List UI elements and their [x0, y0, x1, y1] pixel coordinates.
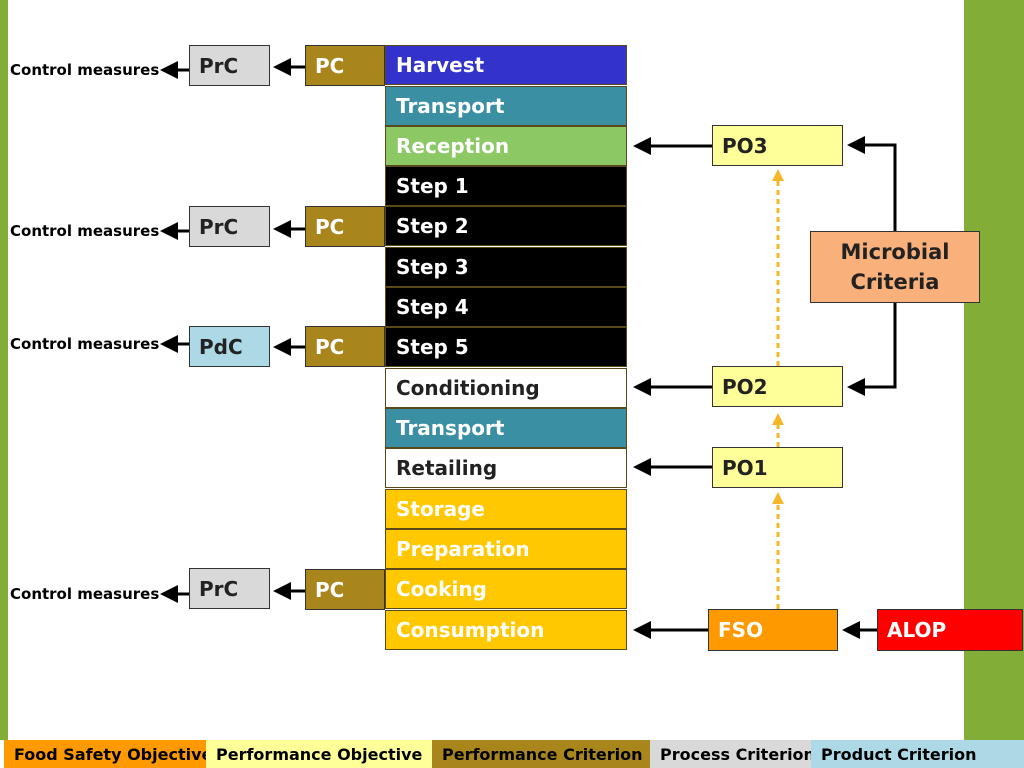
- step-label: Consumption: [396, 618, 545, 642]
- legend-label: Product Criterion: [821, 744, 977, 764]
- po3-box: PO3: [712, 125, 843, 166]
- performance-criterion-box: PC: [305, 569, 385, 610]
- legend-item-pdc: Product Criterion: [811, 740, 1024, 768]
- process-criterion-box: PrC: [189, 206, 270, 247]
- legend-item-po: Performance Objective: [206, 740, 432, 768]
- control-measures-label: Control measures: [10, 222, 160, 240]
- step-label: Reception: [396, 134, 510, 158]
- po1-box: PO1: [712, 447, 843, 488]
- step-label: Cooking: [396, 577, 487, 601]
- alop-label: ALOP: [887, 618, 947, 642]
- po3-label: PO3: [722, 133, 768, 158]
- legend-label: Process Criterion: [660, 744, 815, 764]
- step-consumption: Consumption: [385, 610, 627, 650]
- control-measures-label: Control measures: [10, 335, 160, 353]
- pc-label: PC: [315, 334, 345, 359]
- microbial-label-line2: Criteria: [850, 270, 940, 294]
- arrow-microbial-to-po3: [847, 136, 897, 231]
- step-label: Step 3: [396, 255, 469, 279]
- criterion-label: PrC: [199, 214, 239, 239]
- performance-criterion-box: PC: [305, 45, 385, 86]
- step-label: Transport: [396, 416, 505, 440]
- criterion-label: PdC: [199, 334, 243, 359]
- step-label: Transport: [396, 94, 505, 118]
- step-1: Step 1: [385, 166, 627, 206]
- step-5: Step 5: [385, 327, 627, 367]
- step-transport-1: Transport: [385, 86, 627, 126]
- product-criterion-box: PdC: [189, 326, 270, 367]
- step-label: Step 4: [396, 295, 469, 319]
- process-criterion-box: PrC: [189, 45, 270, 86]
- microbial-criteria-box: Microbial Criteria: [810, 231, 980, 303]
- step-reception: Reception: [385, 126, 627, 166]
- step-4: Step 4: [385, 287, 627, 327]
- step-label: Storage: [396, 497, 485, 521]
- step-label: Retailing: [396, 456, 498, 480]
- right-arrows: [633, 136, 897, 639]
- po2-box: PO2: [712, 366, 843, 407]
- left-arrows: [160, 58, 305, 603]
- step-label: Conditioning: [396, 376, 540, 400]
- step-preparation: Preparation: [385, 529, 627, 569]
- alop-box: ALOP: [877, 609, 1023, 651]
- step-3: Step 3: [385, 247, 627, 287]
- legend-label: Food Safety Objective: [14, 744, 213, 764]
- step-transport-2: Transport: [385, 408, 627, 448]
- pc-label: PC: [315, 577, 345, 602]
- control-measures-label: Control measures: [10, 585, 160, 603]
- step-2: Step 2: [385, 206, 627, 246]
- legend-item-fso: Food Safety Objective: [4, 740, 212, 768]
- performance-criterion-box: PC: [305, 206, 385, 247]
- step-storage: Storage: [385, 489, 627, 529]
- step-cooking: Cooking: [385, 569, 627, 609]
- step-label: Step 1: [396, 174, 469, 198]
- arrow-microbial-to-po2: [847, 303, 897, 396]
- legend-label: Performance Objective: [216, 744, 423, 764]
- step-label: Step 5: [396, 335, 469, 359]
- process-criterion-box: PrC: [189, 568, 270, 609]
- pc-label: PC: [315, 53, 345, 78]
- step-label: Harvest: [396, 53, 485, 77]
- left-side-bar: [0, 0, 8, 740]
- step-conditioning: Conditioning: [385, 368, 627, 408]
- po1-label: PO1: [722, 455, 768, 480]
- microbial-label-line1: Microbial: [840, 239, 950, 264]
- legend-item-pc: Performance Criterion: [432, 740, 650, 768]
- legend-item-prc: Process Criterion: [650, 740, 815, 768]
- control-measures-label: Control measures: [10, 61, 160, 79]
- step-label: Preparation: [396, 537, 530, 561]
- step-retailing: Retailing: [385, 448, 627, 488]
- legend-label: Performance Criterion: [442, 744, 643, 764]
- fso-box: FSO: [708, 609, 838, 651]
- pc-label: PC: [315, 214, 345, 239]
- fso-label: FSO: [718, 618, 764, 642]
- po2-label: PO2: [722, 374, 768, 399]
- step-label: Step 2: [396, 214, 469, 238]
- step-harvest: Harvest: [385, 45, 627, 85]
- performance-criterion-box: PC: [305, 326, 385, 367]
- criterion-label: PrC: [199, 53, 239, 78]
- criterion-label: PrC: [199, 576, 239, 601]
